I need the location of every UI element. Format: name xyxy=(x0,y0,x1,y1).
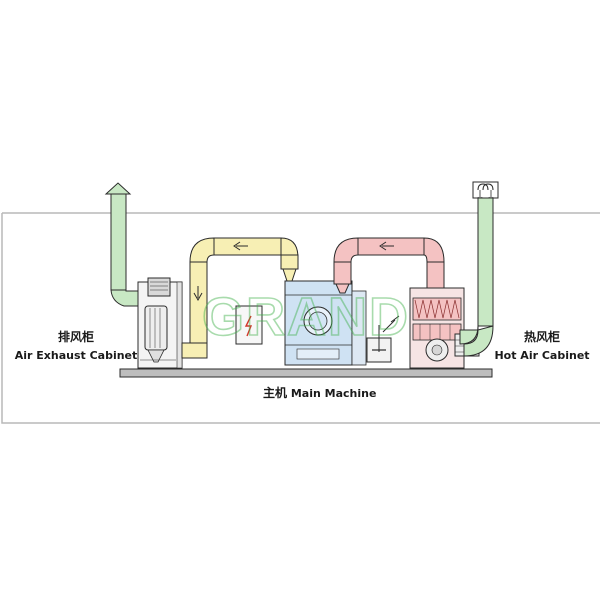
hot-flow-arrow xyxy=(379,241,394,251)
hot-air-label-en: Hot Air Cabinet xyxy=(494,349,590,362)
exhaust-up-arrow xyxy=(104,182,132,195)
watermark-text: GRAND xyxy=(202,287,410,347)
control-box xyxy=(235,305,263,345)
hot-air-label-zh: 热风柜 xyxy=(523,330,561,344)
air-exhaust-label-en: Air Exhaust Cabinet xyxy=(14,349,138,362)
hot-air-duct xyxy=(333,237,445,294)
return-flow-arrow xyxy=(233,241,248,251)
spray-unit xyxy=(366,315,400,363)
main-machine xyxy=(284,280,367,366)
main-machine-label-zh: 主机 xyxy=(263,386,288,400)
main-machine-label-en: Main Machine xyxy=(290,387,377,400)
base-platform xyxy=(119,368,493,378)
room-outline xyxy=(1,212,600,424)
air-exhaust-cabinet xyxy=(137,277,183,369)
air-exhaust-label-zh: 排风柜 xyxy=(57,330,95,344)
hot-air-cabinet xyxy=(409,287,480,369)
return-air-duct xyxy=(181,237,299,359)
return-down-arrow xyxy=(193,286,203,302)
main-machine-label: 主机 Main Machine xyxy=(263,386,376,401)
exhaust-stack xyxy=(104,182,142,307)
air-intake-stack xyxy=(459,181,499,357)
